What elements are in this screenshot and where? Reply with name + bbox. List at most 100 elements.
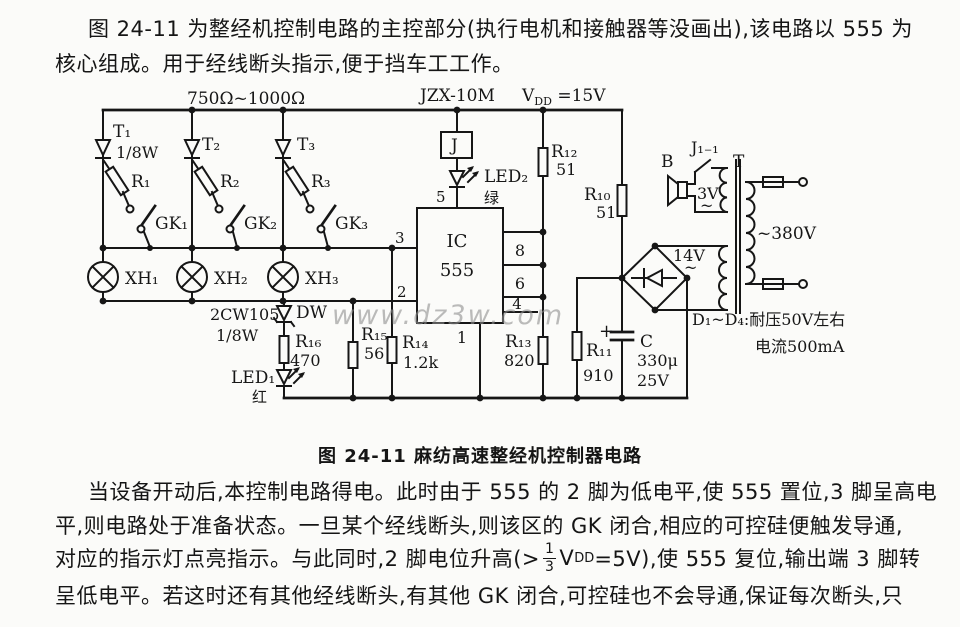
- label-pin3: 3: [395, 229, 405, 247]
- label-cap-volt: 25V: [637, 371, 669, 390]
- terminal-bottom-icon: [798, 279, 808, 289]
- label-pin1: 1: [457, 328, 467, 347]
- label-diode-note1: D₁~D₄:耐压50V左右: [692, 310, 845, 329]
- label-pin8: 8: [515, 241, 525, 260]
- label-r13-val: 820: [504, 351, 535, 370]
- r14-branch: [386, 247, 398, 399]
- label-380v: ~380V: [757, 224, 817, 244]
- body-line-1: 当设备开动后,本控制电路得电。此时由于 555 的 2 脚为低电平,使 555 …: [88, 480, 938, 504]
- label-xh2: XH₂: [214, 269, 248, 289]
- winding-3v-icon: [718, 166, 729, 214]
- resistor-r12-icon: [537, 147, 549, 177]
- label-r10: R₁₀: [584, 185, 611, 205]
- label-ic: IC: [447, 231, 468, 252]
- intro-line-2: 核心组成。用于经线断头指示,便于挡车工工作。: [55, 52, 514, 76]
- ic-555-box: [416, 207, 504, 324]
- label-14v: 14V: [673, 246, 705, 265]
- label-ic-num: 555: [440, 260, 474, 281]
- resistor-r1-icon: [104, 165, 130, 197]
- switch-gk1-icon: [139, 204, 157, 228]
- label-t1-watt: 1/8W: [116, 143, 159, 162]
- label-r12: R₁₂: [551, 142, 577, 162]
- label-t2: T₂: [202, 135, 220, 155]
- schematic-labels: 750Ω~1000Ω JZX-10M VDD =15V T₁ 1/8W T₂ T…: [113, 86, 845, 406]
- switch-gk2-icon: [228, 204, 246, 228]
- label-pin4: 4: [512, 295, 522, 313]
- r12-r13-bus: [537, 109, 549, 399]
- label-gk3: GK₃: [335, 214, 368, 234]
- bridge-diode-icon: [644, 268, 663, 288]
- label-r14: R₁₄: [402, 333, 429, 353]
- r15-branch: [347, 300, 359, 399]
- body-line-3-vsub: DD: [574, 550, 595, 566]
- label-r10-val: 51: [596, 203, 616, 222]
- scr-t1-icon: [94, 139, 112, 158]
- switch-gk3-icon: [319, 204, 337, 228]
- label-r16: R₁₆: [295, 332, 322, 352]
- label-r16-val: 470: [290, 351, 321, 370]
- winding-380v-icon: [744, 180, 756, 286]
- body-line-3-post: =5V),使 555 复位,输出端 3 脚转: [594, 547, 921, 571]
- label-r2: R₂: [220, 172, 240, 192]
- label-cap-uf: 330μ: [637, 351, 678, 370]
- contact-j1-1-icon: [693, 158, 712, 174]
- r10-cap-r11: [571, 109, 635, 399]
- label-contact-j11: J₁₋₁: [689, 138, 719, 157]
- label-pin2: 2: [397, 283, 407, 301]
- label-3v: 3V: [697, 184, 719, 203]
- resistor-r16-icon: [278, 335, 290, 364]
- figure-caption: 图 24-11 麻纺高速整经机控制器电路: [317, 446, 643, 467]
- resistor-r3-icon: [284, 165, 310, 197]
- label-r3: R₃: [311, 172, 331, 192]
- relay-j-box: [440, 131, 473, 159]
- body-line-3-v: V: [559, 546, 575, 570]
- body-line-3-pre: 对应的指示灯点亮指示。与此同时,2 脚电位升高(>: [55, 547, 540, 571]
- label-r12-val: 51: [556, 160, 576, 179]
- label-diode-note2: 电流500mA: [755, 337, 845, 356]
- label-14v-tilde: ~: [684, 258, 697, 277]
- label-transformer-t: T: [733, 152, 745, 172]
- label-zener-watt: 1/8W: [216, 326, 259, 345]
- label-r14-val: 1.2k: [403, 353, 438, 372]
- body-line-2: 平,则电路处于准备状态。一旦某个经线断头,则该区的 GK 闭合,相应的可控硅便触…: [55, 514, 904, 538]
- body-line-3: 对应的指示灯点亮指示。与此同时,2 脚电位升高(> 1 3 V DD =5V),…: [55, 538, 920, 578]
- label-t3: T₃: [297, 135, 315, 155]
- label-led2: LED₂: [484, 167, 528, 187]
- label-gk1: GK₁: [155, 214, 188, 234]
- zener-dw-icon: [275, 305, 293, 323]
- label-zener-model: 2CW105: [210, 305, 279, 324]
- resistor-r2-icon: [193, 165, 219, 197]
- scr-branch-3: [267, 109, 337, 302]
- label-relay-j: J: [449, 136, 458, 156]
- transformer-speaker: [654, 158, 808, 314]
- label-resistor-range: 750Ω~1000Ω: [187, 89, 305, 109]
- scr-branch-1: [87, 109, 157, 302]
- fraction-one-third: 1 3: [543, 541, 557, 575]
- watermark: www.dz3w.com: [332, 300, 565, 331]
- resistor-r10-icon: [616, 184, 628, 217]
- junction-dots: [99, 106, 691, 402]
- resistor-r13-icon: [537, 336, 549, 365]
- label-led1: LED₁: [231, 368, 275, 388]
- label-r1: R₁: [131, 172, 151, 192]
- label-led1-color: 红: [252, 388, 267, 406]
- label-vdd: VDD =15V: [521, 86, 606, 108]
- label-r11: R₁₁: [586, 341, 612, 361]
- label-xh3: XH₃: [305, 269, 339, 289]
- label-3v-tilde: ~: [700, 196, 713, 215]
- fraction-denominator: 3: [543, 557, 557, 575]
- label-r13: R₁₃: [505, 332, 531, 352]
- label-cap: C: [640, 332, 653, 352]
- terminal-top-icon: [798, 177, 808, 187]
- fraction-numerator: 1: [545, 541, 555, 558]
- label-xh1: XH₁: [125, 269, 159, 289]
- scr-t3-icon: [274, 139, 292, 158]
- led2-icon: [448, 170, 466, 188]
- label-pin6: 6: [515, 274, 525, 293]
- label-gk2: GK₂: [244, 214, 277, 234]
- resistor-r11-icon: [571, 331, 583, 361]
- resistor-r15-icon: [347, 341, 359, 369]
- resistor-r14-icon: [386, 336, 398, 364]
- label-speaker-b: B: [661, 152, 674, 172]
